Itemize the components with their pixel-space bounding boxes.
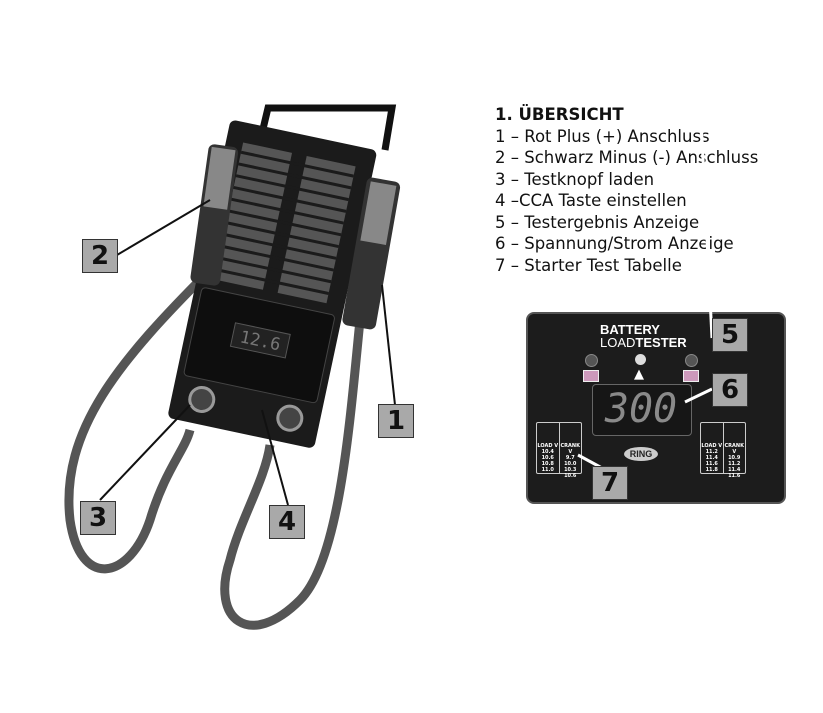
cell: 10.8 (541, 461, 554, 467)
brand-load: LOAD (600, 335, 636, 350)
cell: 10.6 (541, 455, 554, 461)
cell: 10.3 (564, 467, 577, 473)
cell: 11.6 (705, 461, 718, 467)
cell: 10.9 (728, 455, 741, 461)
legend-item: 5 – Testergebnis Anzeige (495, 212, 700, 232)
legend-item: 4 –CCA Taste einstellen (495, 191, 687, 210)
callout-5: 5 (712, 318, 748, 352)
callout-1: 1 (378, 404, 414, 438)
callout-4: 4 (269, 505, 305, 539)
panel-brand-battery: BATTERY (600, 322, 660, 337)
ring-logo: RING (624, 447, 658, 461)
cell: 9.7 (565, 455, 575, 461)
battery-ok-icon (683, 370, 699, 382)
header: CRANK V (724, 443, 744, 455)
legend-title: 1. ÜBERSICHT (495, 105, 624, 124)
cell: 11.6 (728, 473, 741, 479)
header: LOAD V (701, 443, 723, 449)
cell: 11.4 (705, 455, 718, 461)
callout-3: 3 (80, 501, 116, 535)
cell: 10.4 (541, 449, 554, 455)
cell: 11.0 (541, 467, 554, 473)
cell: 11.2 (705, 449, 718, 455)
cell: 11.4 (728, 467, 741, 473)
panel-brand-loadtester: LOADTESTER (600, 335, 687, 350)
header: CRANK V (560, 443, 580, 455)
brand-tester: TESTER (635, 335, 687, 350)
legend-item: 1 – Rot Plus (+) Anschluss (495, 126, 710, 146)
panel-display-value: 300 (604, 386, 678, 432)
led-warning (635, 354, 646, 365)
cell: 11.8 (705, 467, 718, 473)
overview-legend: 1. ÜBERSICHT 1 – Rot Plus (+) Anschluss … (495, 104, 758, 276)
cell: 11.2 (728, 461, 741, 467)
callout-2: 2 (82, 239, 118, 273)
legend-item: 3 – Testknopf laden (495, 169, 655, 189)
legend-item: 7 – Starter Test Tabelle (495, 255, 682, 275)
battery-bad-icon (583, 370, 599, 382)
panel-display (592, 384, 692, 436)
cell: 10.6 (564, 473, 577, 479)
cell: 10.0 (564, 461, 577, 467)
header: LOAD V (537, 443, 559, 449)
led-ok (685, 354, 698, 367)
led-bad (585, 354, 598, 367)
callout-6: 6 (712, 373, 748, 407)
callout-7: 7 (592, 466, 628, 500)
warning-icon: ▲ (634, 367, 644, 382)
legend-item: 2 – Schwarz Minus (-) Anschluss (495, 148, 759, 167)
legend-item: 6 – Spannung/Strom Anzeige (495, 234, 734, 253)
